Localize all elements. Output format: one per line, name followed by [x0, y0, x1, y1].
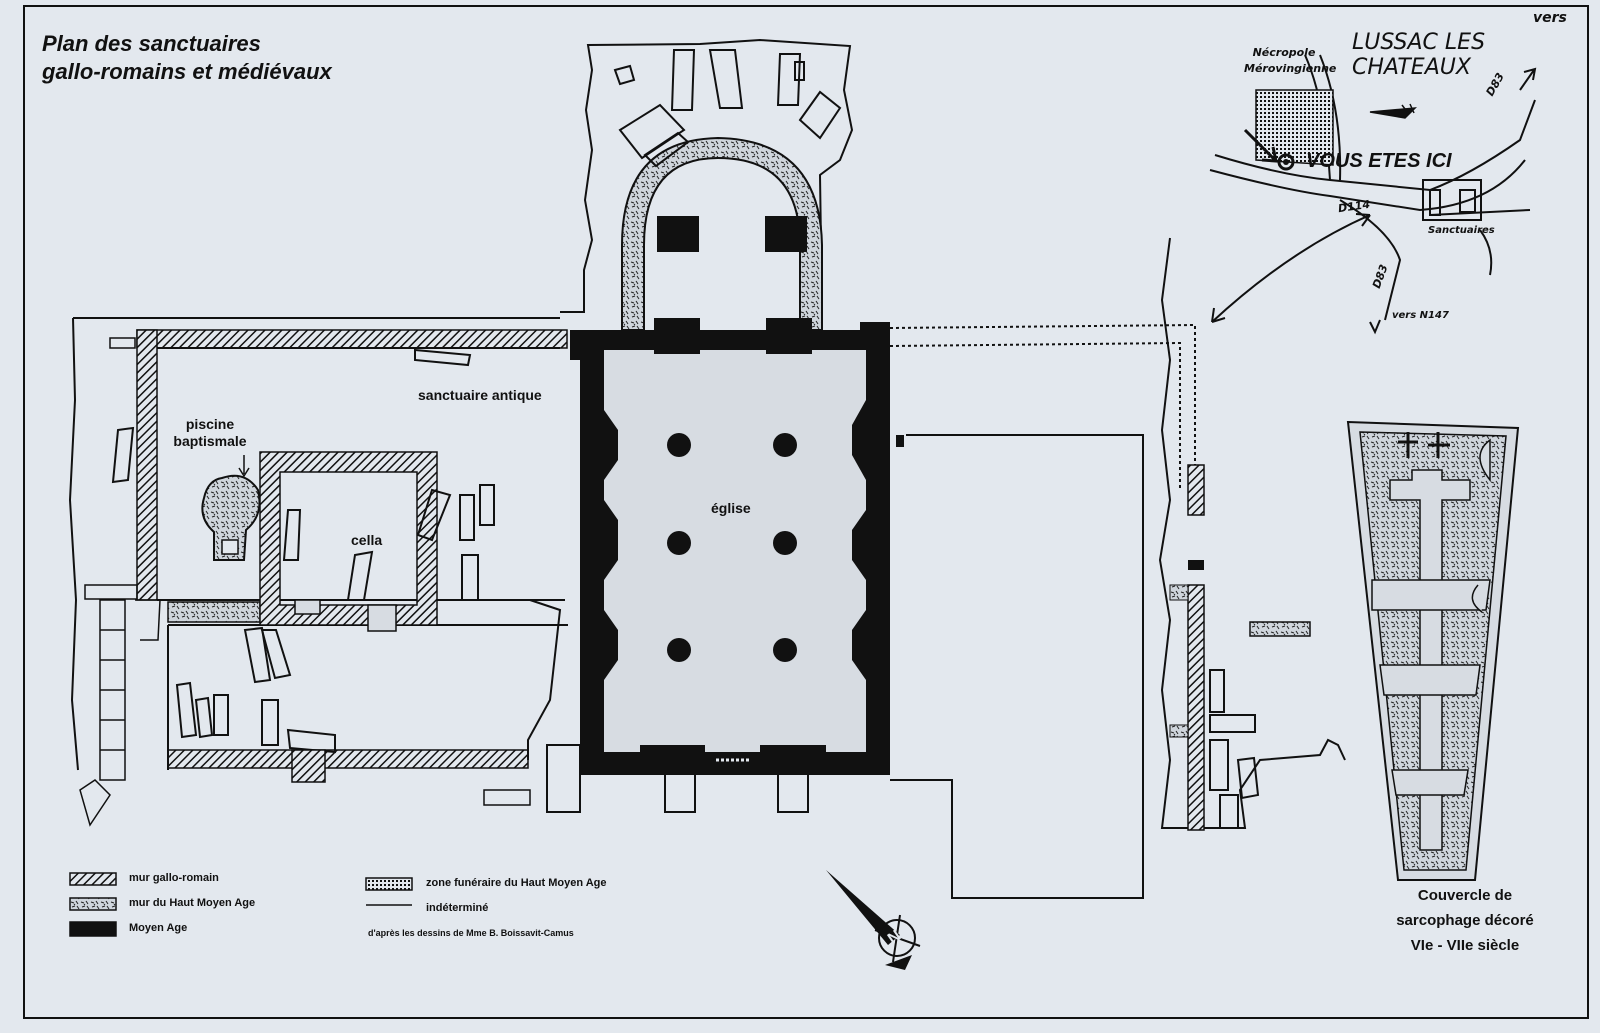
- church-buttresses: [570, 318, 904, 775]
- link-arrow: [1211, 214, 1371, 323]
- sarcophagus-caption: Couvercle de sarcophage décoré VIe - VII…: [1380, 883, 1550, 958]
- label-sanctuaires: Sanctuaires: [1428, 225, 1495, 236]
- church-porch: [546, 744, 809, 813]
- sarcophagus-lid: [1346, 420, 1520, 881]
- east-plot: [890, 434, 1144, 899]
- label-eglise: église: [711, 500, 751, 516]
- arrow-icon: [238, 455, 250, 478]
- necropolis-zone: [1255, 89, 1334, 166]
- label-vers-n147: vers N147: [1392, 310, 1449, 321]
- legend-indetermine: indéterminé: [426, 902, 489, 914]
- legend-gallo-roman: mur gallo-romain: [129, 872, 219, 884]
- apse-pillar: [765, 216, 807, 252]
- arrow-icon: [1519, 67, 1537, 91]
- frame: [23, 5, 1589, 1019]
- apse-outer-boundary: [560, 38, 854, 313]
- north-arrow-icon: [1369, 103, 1417, 119]
- label-piscine-baptismale: piscine baptismale: [170, 416, 250, 450]
- label-necropole: Nécropole Mérovingienne: [1244, 45, 1337, 77]
- sarcophagi-east: [1209, 669, 1260, 829]
- sarcophagi-west: [111, 348, 495, 754]
- gallo-roman-wall-west: [136, 329, 158, 601]
- funerary-zone-outline: [889, 323, 1196, 490]
- label-piscine: piscine: [185, 416, 235, 432]
- church-columns: [667, 433, 797, 662]
- west-outer-boundary: [68, 317, 560, 771]
- label-vers: vers: [1533, 10, 1567, 26]
- east-boundary: [1158, 237, 1346, 829]
- label-necropole-line-1: Nécropole: [1252, 46, 1316, 59]
- legend-moyen-age: Moyen Age: [129, 922, 188, 934]
- cella-wall: [259, 451, 438, 626]
- compass-icon: [826, 870, 921, 970]
- legend-swatches: [69, 872, 413, 937]
- label-cella: cella: [351, 532, 383, 548]
- label-you-are-here: VOUS ETES ICI: [1306, 150, 1452, 172]
- legend-funerary-zone: zone funéraire du Haut Moyen Age: [426, 877, 607, 889]
- map-title-line-1: Plan des sanctuaires: [42, 31, 261, 56]
- map-title: Plan des sanctuaires gallo-romains et mé…: [42, 30, 332, 86]
- label-baptismale: baptismale: [173, 433, 247, 449]
- legend-credit: d'après les dessins de Mme B. Boissavit-…: [368, 928, 574, 938]
- label-lussac: LUSSAC LES CHATEAUX: [1352, 30, 1486, 80]
- label-sanctuaire-antique: sanctuaire antique: [418, 387, 542, 403]
- west-pier-stack: [99, 599, 126, 781]
- gallo-roman-wall-north: [136, 329, 568, 349]
- baptismal-font: [201, 474, 261, 561]
- label-necropole-line-2: Mérovingienne: [1244, 62, 1337, 75]
- you-are-here-arrow-icon: [1243, 128, 1278, 163]
- map-title-line-2: gallo-romains et médiévaux: [42, 59, 332, 84]
- high-middle-ages-wall: [167, 601, 261, 623]
- sarcophagus-caption-line-2: sarcophage décoré: [1396, 912, 1534, 929]
- sarcophagus-caption-line-1: Couvercle de: [1417, 887, 1513, 904]
- sarcophagus-caption-line-3: VIe - VIIe siècle: [1410, 937, 1520, 954]
- you-are-here-marker-icon: [1277, 153, 1295, 171]
- gallo-roman-wall-south: [167, 749, 529, 769]
- apse-pillar: [657, 216, 699, 252]
- legend-haut-moyen-age: mur du Haut Moyen Age: [129, 897, 256, 909]
- sarcophagi-north: [613, 49, 842, 168]
